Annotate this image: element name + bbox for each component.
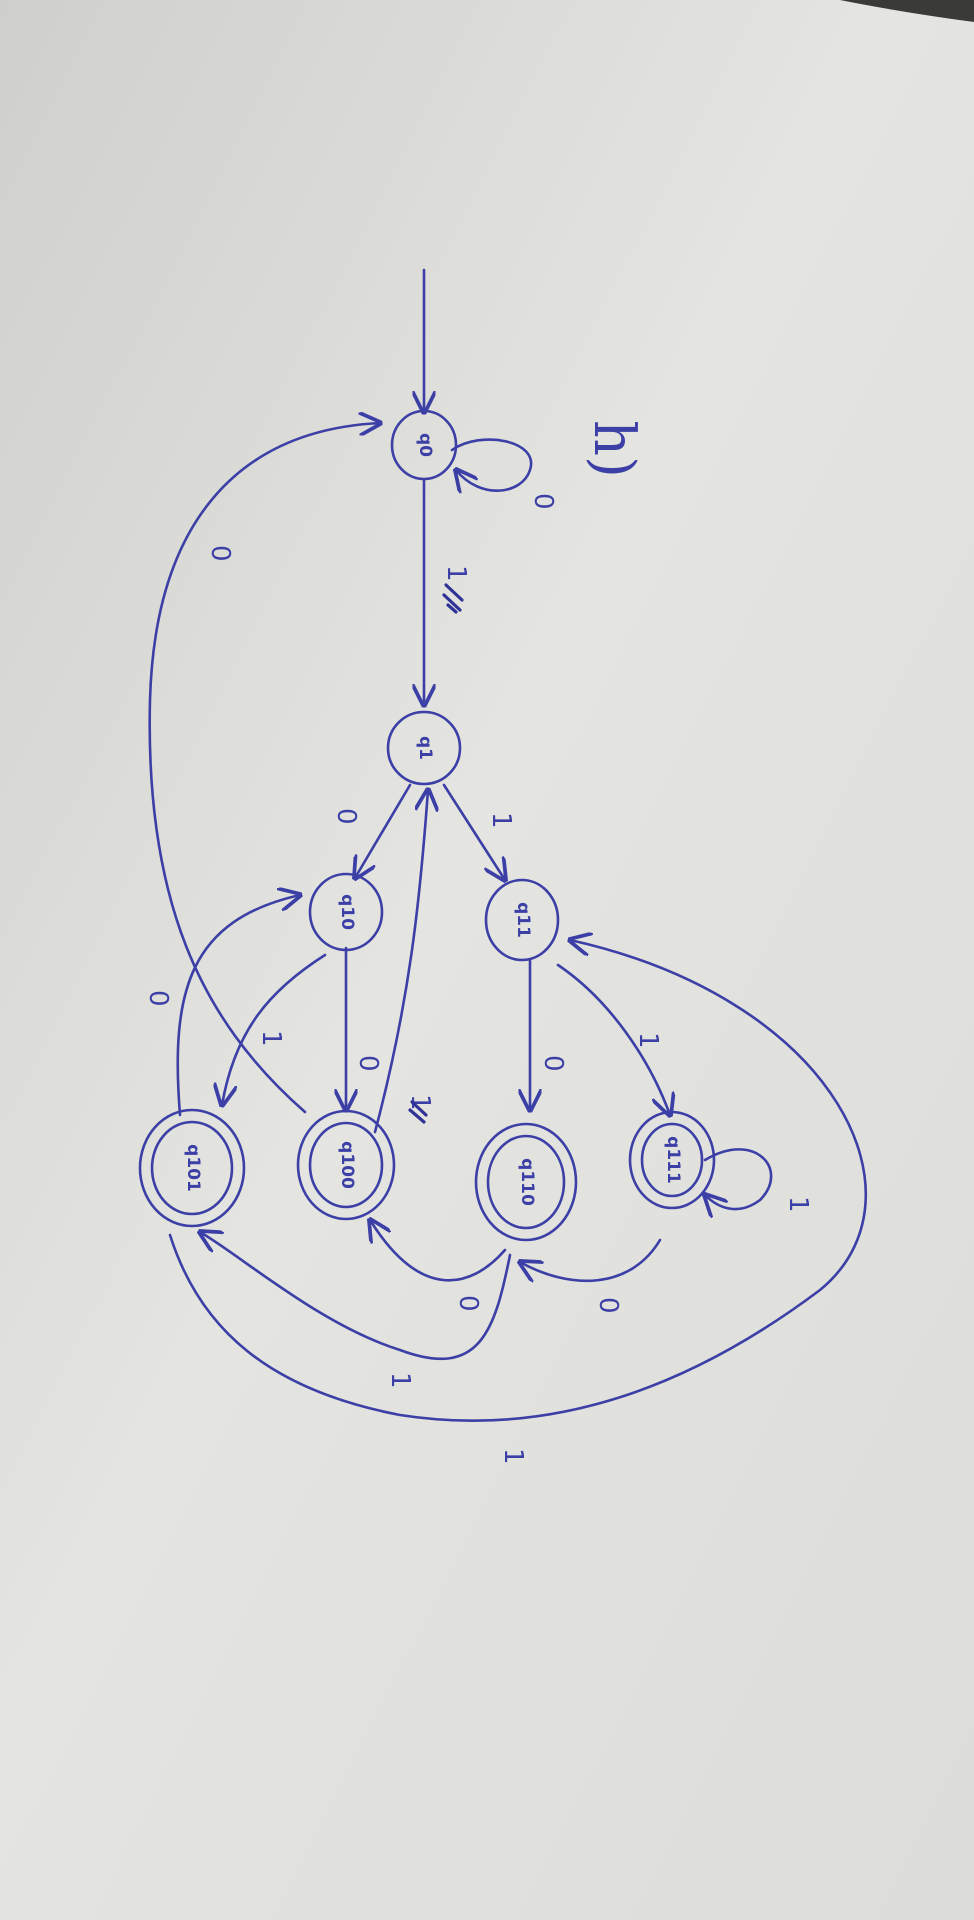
label-q100-q1: 1 — [405, 1094, 435, 1111]
state-q0: q0 — [390, 409, 458, 481]
edge-q110-q100 — [370, 1220, 507, 1282]
state-q110-label: q110 — [517, 1158, 537, 1206]
label-q101-q10: 0 — [143, 990, 173, 1007]
state-q101-label: q101 — [183, 1144, 203, 1192]
label-q10-q100: 0 — [353, 1055, 383, 1072]
edge-q0-q0 — [450, 438, 533, 491]
states: q0 q1 q10 q11 q100 q101 q110 — [138, 409, 716, 1242]
transition-labels: 0 1 0 1 0 1 0 1 0 1 0 1 0 1 0 1 — [143, 493, 813, 1465]
edge-q110-q101 — [200, 1232, 512, 1361]
state-q100-label: q100 — [337, 1141, 357, 1189]
edge-q111-q111 — [705, 1148, 773, 1209]
table-edge — [840, 0, 974, 22]
edge-q101-q10 — [176, 895, 300, 1117]
label-q101-q11: 1 — [498, 1448, 528, 1465]
label-q0-q0: 0 — [528, 493, 558, 510]
label-q111-q111: 1 — [783, 1196, 813, 1213]
label-q100-q0: 0 — [205, 545, 235, 562]
label-q110-q100: 0 — [453, 1295, 483, 1312]
label-q1-q10: 0 — [331, 808, 361, 825]
state-q0-label: q0 — [415, 433, 435, 457]
edge-q10-q101 — [222, 953, 327, 1105]
state-q11-label: q11 — [513, 902, 533, 938]
edge-q101-q11 — [168, 940, 868, 1422]
label-q10-q101: 1 — [256, 1030, 286, 1047]
edge-q111-q110 — [520, 1238, 662, 1281]
state-q101: q101 — [138, 1108, 246, 1228]
state-q100: q100 — [296, 1109, 396, 1221]
part-label: h) — [581, 420, 646, 478]
state-q1-label: q1 — [415, 736, 435, 760]
state-q11: q11 — [484, 878, 560, 962]
state-q1: q1 — [386, 710, 462, 786]
state-q111: q111 — [628, 1110, 716, 1210]
label-q11-q111: 1 — [633, 1032, 663, 1049]
ink-scribble — [408, 1100, 428, 1124]
state-q110: q110 — [474, 1122, 578, 1242]
transitions — [148, 423, 868, 1422]
state-q111-label: q111 — [663, 1136, 683, 1184]
label-q11-q110: 0 — [538, 1055, 568, 1072]
label-q111-q110: 0 — [593, 1297, 623, 1314]
edge-q1-q10 — [355, 783, 412, 878]
edge-q1-q11 — [442, 783, 505, 880]
state-q10-label: q10 — [337, 894, 357, 930]
label-q1-q11: 1 — [486, 812, 516, 829]
label-q0-q1: 1 — [441, 565, 471, 582]
ink-scribble — [442, 583, 464, 614]
edge-q100-q0 — [148, 423, 380, 1114]
label-q110-q101: 1 — [385, 1372, 415, 1389]
state-q10: q10 — [308, 872, 384, 952]
edge-q11-q111 — [556, 963, 670, 1115]
edge-q100-q1 — [373, 790, 428, 1134]
